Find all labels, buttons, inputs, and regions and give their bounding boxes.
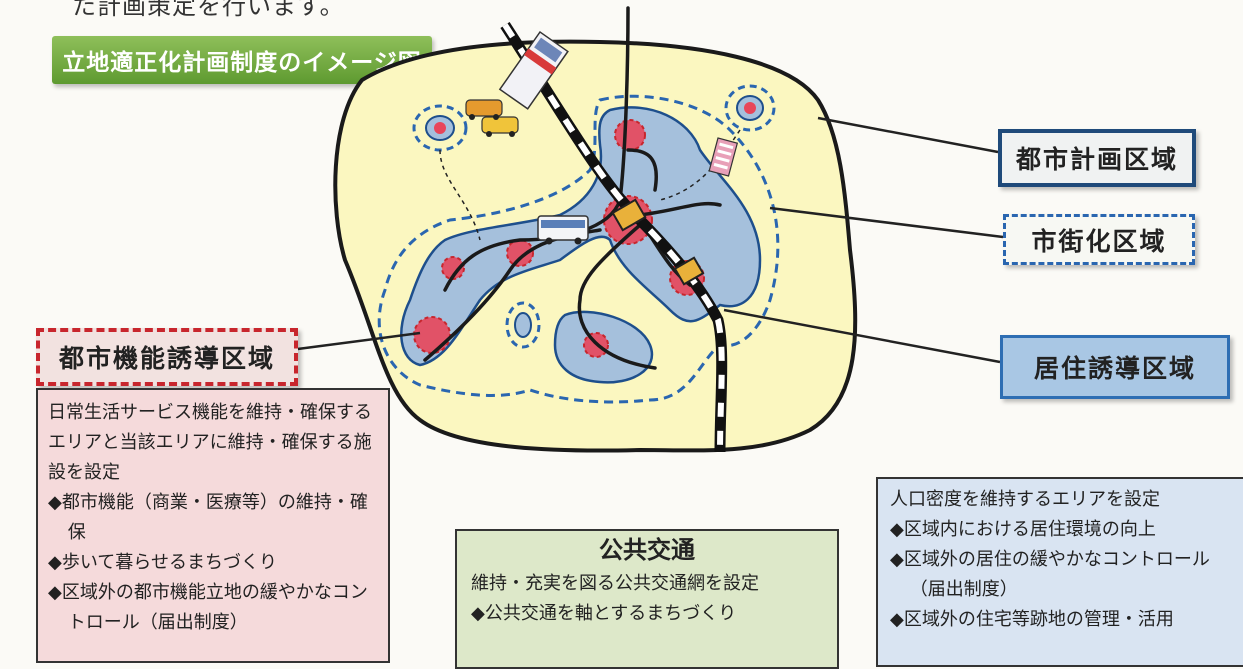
residential-island-ne (724, 84, 776, 132)
urbanization-area-shape (377, 94, 780, 404)
residential-bullet: ◆区域内における居住環境の向上 (890, 519, 1156, 540)
urban-function-text: 日常生活サービス機能を維持・確保するエリアと当該エリアに維持・確保する施設を設定 (48, 402, 372, 483)
residential-island-nw (412, 104, 468, 152)
label-urban-function-induction-area: 都市機能誘導区域 (36, 328, 298, 386)
public-transport-text: 維持・充実を図る公共交通網を設定 (471, 573, 759, 594)
residential-bullet: ◆区域外の居住の緩やかなコントロール（届出制度） (890, 549, 1210, 600)
residential-description: 人口密度を維持するエリアを設定 ◆区域内における居住環境の向上 ◆区域外の居住の… (876, 477, 1243, 667)
top-partial-text: た計画策定を行います。 (72, 0, 345, 20)
urban-function-description: 日常生活サービス機能を維持・確保するエリアと当該エリアに維持・確保する施設を設定… (36, 388, 390, 663)
public-transport-description: 公共交通 維持・充実を図る公共交通網を設定 ◆公共交通を軸とするまちづくり (455, 529, 839, 669)
label-urbanization-area: 市街化区域 (1003, 214, 1195, 265)
urban-function-bullet: ◆区域外の都市機能立地の緩やかなコントロール（届出制度） (48, 582, 368, 633)
leader-lines (289, 116, 1004, 364)
city-planning-area-shape (333, 39, 858, 453)
bus-icon (537, 215, 589, 245)
label-residential-induction-area: 居住誘導区域 (1000, 335, 1230, 399)
railway-line (500, 22, 728, 453)
city-map-diagram (289, 6, 1004, 453)
car-icon (465, 99, 519, 137)
urban-function-bullet: ◆歩いて暮らせるまちづくり (48, 552, 277, 573)
residential-island-s (505, 301, 541, 349)
urban-function-bullet: ◆都市機能（商業・医療等）の維持・確保 (48, 492, 368, 543)
station-icon (673, 256, 705, 286)
train-icon (498, 30, 569, 110)
station-icon (611, 198, 647, 232)
label-city-planning-area: 都市計画区域 (998, 129, 1196, 187)
building-icon (708, 137, 739, 177)
residential-bullet: ◆区域外の住宅等跡地の管理・活用 (890, 609, 1174, 630)
residential-text: 人口密度を維持するエリアを設定 (890, 489, 1160, 510)
public-transport-title: 公共交通 (599, 536, 695, 564)
public-transport-bullet: ◆公共交通を軸とするまちづくり (471, 603, 737, 624)
